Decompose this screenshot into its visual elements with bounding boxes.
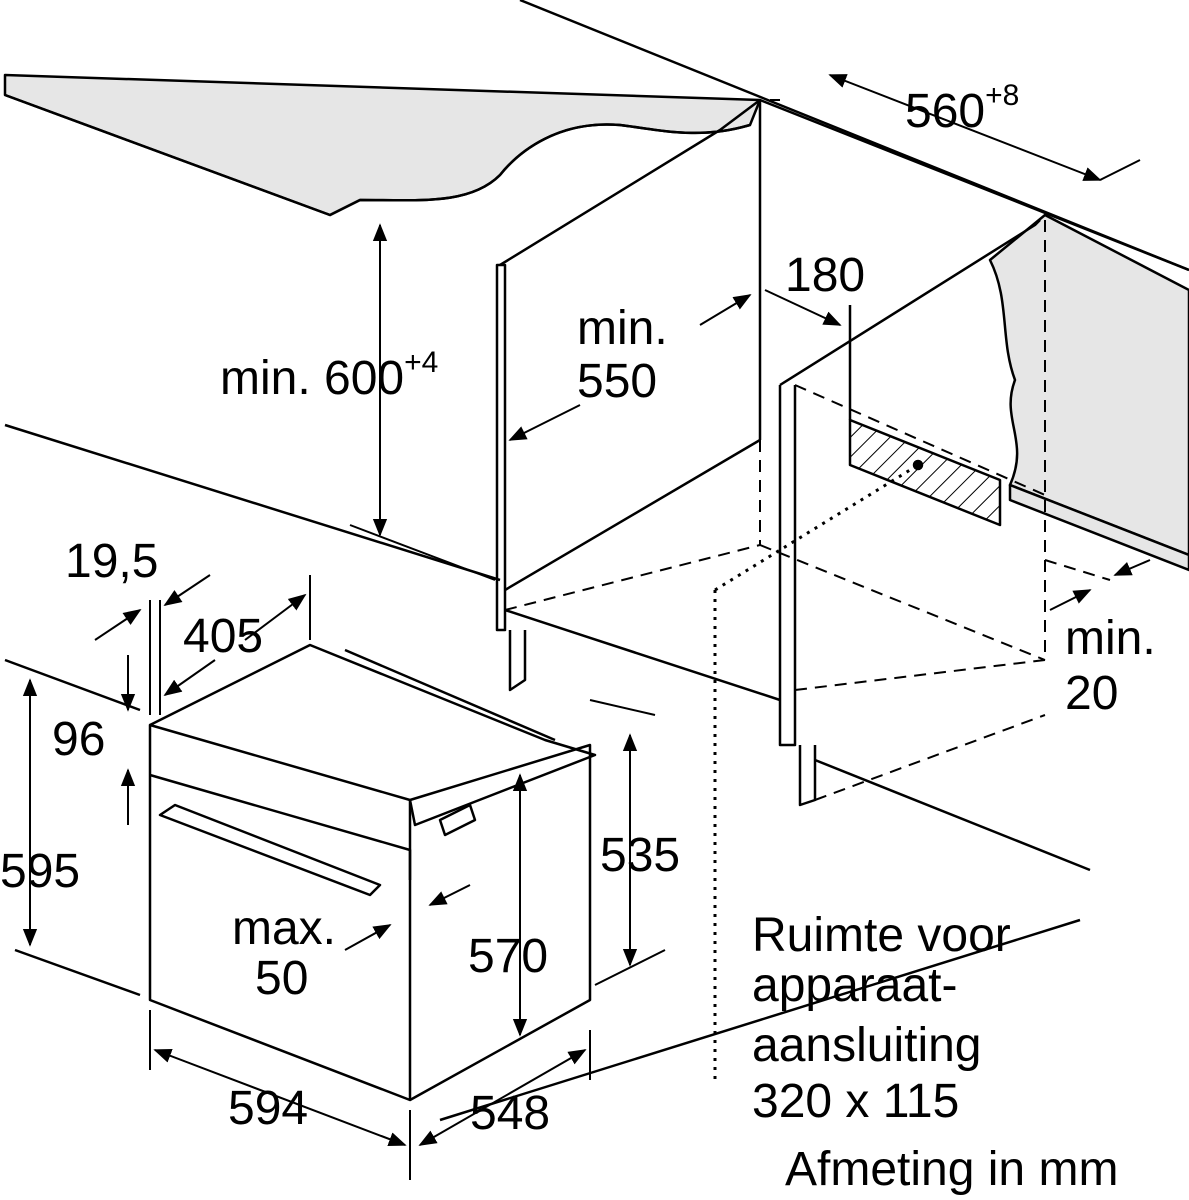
niche-depth-prefix: min. bbox=[577, 302, 668, 355]
connection-area bbox=[848, 418, 1002, 527]
connection-note-line-1: Ruimte voor bbox=[752, 909, 1011, 962]
handle-max-prefix: max. bbox=[232, 902, 337, 955]
front-width-label: 594 bbox=[228, 1082, 309, 1135]
niche-right-foot bbox=[798, 745, 817, 807]
top-width-label: 560+8 bbox=[905, 79, 1020, 138]
niche-left-foot bbox=[508, 630, 527, 692]
niche-back-top bbox=[499, 99, 761, 267]
handle-depth-label: 405 bbox=[183, 610, 264, 663]
oven-top bbox=[149, 643, 597, 827]
connection-note-line-3: aansluiting bbox=[752, 1019, 982, 1072]
side-gap-prefix: min. bbox=[1065, 612, 1156, 665]
body-height-label: 570 bbox=[468, 930, 549, 983]
niche-left-panel bbox=[495, 263, 507, 632]
floor-line-left-2 bbox=[4, 658, 141, 712]
oven-side-handle bbox=[438, 803, 477, 837]
top-strip-label: 96 bbox=[52, 713, 106, 766]
worktop-left bbox=[3, 73, 762, 217]
worktop-right-edge bbox=[1008, 483, 1189, 572]
connection-note-line-4: 320 x 115 bbox=[752, 1075, 960, 1128]
floor-line-right bbox=[814, 758, 1091, 872]
worktop-right bbox=[988, 213, 1189, 557]
handle-max-label: 50 bbox=[255, 952, 309, 1005]
connection-note-line-2: apparaat- bbox=[752, 959, 958, 1012]
side-gap-label: 20 bbox=[1065, 667, 1119, 720]
top-left-line bbox=[519, 0, 1189, 272]
niche-right-panel bbox=[778, 219, 1041, 747]
niche-floor-side bbox=[504, 608, 781, 702]
floor-line-left-3 bbox=[14, 948, 141, 997]
niche-floor-front bbox=[504, 438, 761, 592]
oven-handle bbox=[158, 803, 382, 897]
niche-height-label: min. 600+4 bbox=[220, 346, 439, 405]
body-depth-label: 548 bbox=[470, 1087, 551, 1140]
oven-side bbox=[409, 743, 592, 1102]
unit-note: Afmeting in mm bbox=[785, 1143, 1119, 1196]
oven-control-strip bbox=[149, 773, 412, 880]
niche-depth-label: 550 bbox=[577, 355, 658, 408]
worktop-left-edge bbox=[4, 93, 751, 217]
total-height-label: 595 bbox=[0, 845, 81, 898]
back-gap-label: 180 bbox=[785, 249, 866, 302]
panel-thickness-label: 19,5 bbox=[65, 535, 159, 588]
side-height-label: 535 bbox=[600, 829, 681, 882]
floor-line-left bbox=[4, 423, 501, 582]
